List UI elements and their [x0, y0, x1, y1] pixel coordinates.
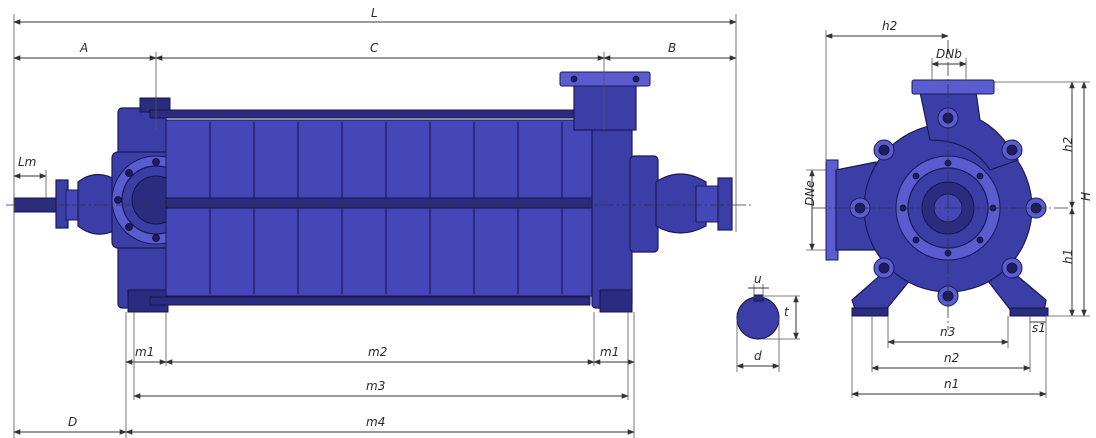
front-view-dimensions: h2 DNb H h2 h1 DNe n3 s1 n2 [803, 19, 1093, 398]
dim-n1-label: n1 [944, 377, 959, 391]
dim-n3-label: n3 [940, 325, 955, 339]
dim-H-label: H [1079, 192, 1093, 201]
discharge-bolt [570, 75, 578, 83]
dim-h1-label: h1 [1061, 249, 1075, 264]
discharge-nozzle [573, 81, 637, 131]
foot-pad-left [851, 307, 889, 317]
bearing-cap-right [717, 177, 733, 231]
shaft-section [736, 296, 780, 340]
dim-DNe-label: DNe [803, 180, 817, 206]
discharge-flange-front [911, 79, 995, 95]
tie-rod-bottom [149, 296, 591, 306]
shaft-key-detail: u t d [736, 272, 800, 372]
side-view-dimensions: L A C B Lm m1 m2 m1 m3 D m4 [13, 6, 737, 438]
dim-u-label: u [754, 272, 762, 286]
pump-side-view [6, 71, 752, 313]
keyway [753, 294, 764, 302]
discharge-foot [599, 289, 633, 313]
dim-m4-label: m4 [366, 415, 385, 429]
dim-L-label: L [371, 6, 378, 20]
tie-rod-middle [165, 197, 597, 209]
dim-m1-right-label: m1 [600, 345, 619, 359]
bearing-bracket-right [629, 155, 659, 253]
discharge-bolt [632, 75, 640, 83]
dim-m1-left-label: m1 [135, 345, 154, 359]
dim-m2-label: m2 [368, 345, 387, 359]
dim-h2-side-label: h2 [1061, 137, 1075, 152]
foot-pad-right [1009, 307, 1049, 317]
dim-d-label: d [754, 349, 762, 363]
pump-front-view [812, 40, 1070, 330]
dim-D-label: D [68, 415, 77, 429]
discharge-casing [591, 119, 633, 309]
bearing-bracket-left [77, 173, 117, 235]
dim-C-label: C [370, 41, 379, 55]
dim-h2-top-label: h2 [882, 19, 897, 33]
dim-B-label: B [668, 41, 676, 55]
dim-t-label: t [784, 305, 790, 319]
tie-rod-top [149, 109, 591, 119]
bearing-arm-right [655, 173, 707, 234]
dim-n2-label: n2 [944, 351, 959, 365]
dim-s1-label: s1 [1032, 321, 1046, 335]
dim-A-label: A [79, 41, 88, 55]
dim-DNb-label: DNb [936, 47, 962, 61]
dim-Lm-label: Lm [18, 155, 36, 169]
discharge-flange [559, 71, 651, 87]
dim-m3-label: m3 [366, 379, 385, 393]
